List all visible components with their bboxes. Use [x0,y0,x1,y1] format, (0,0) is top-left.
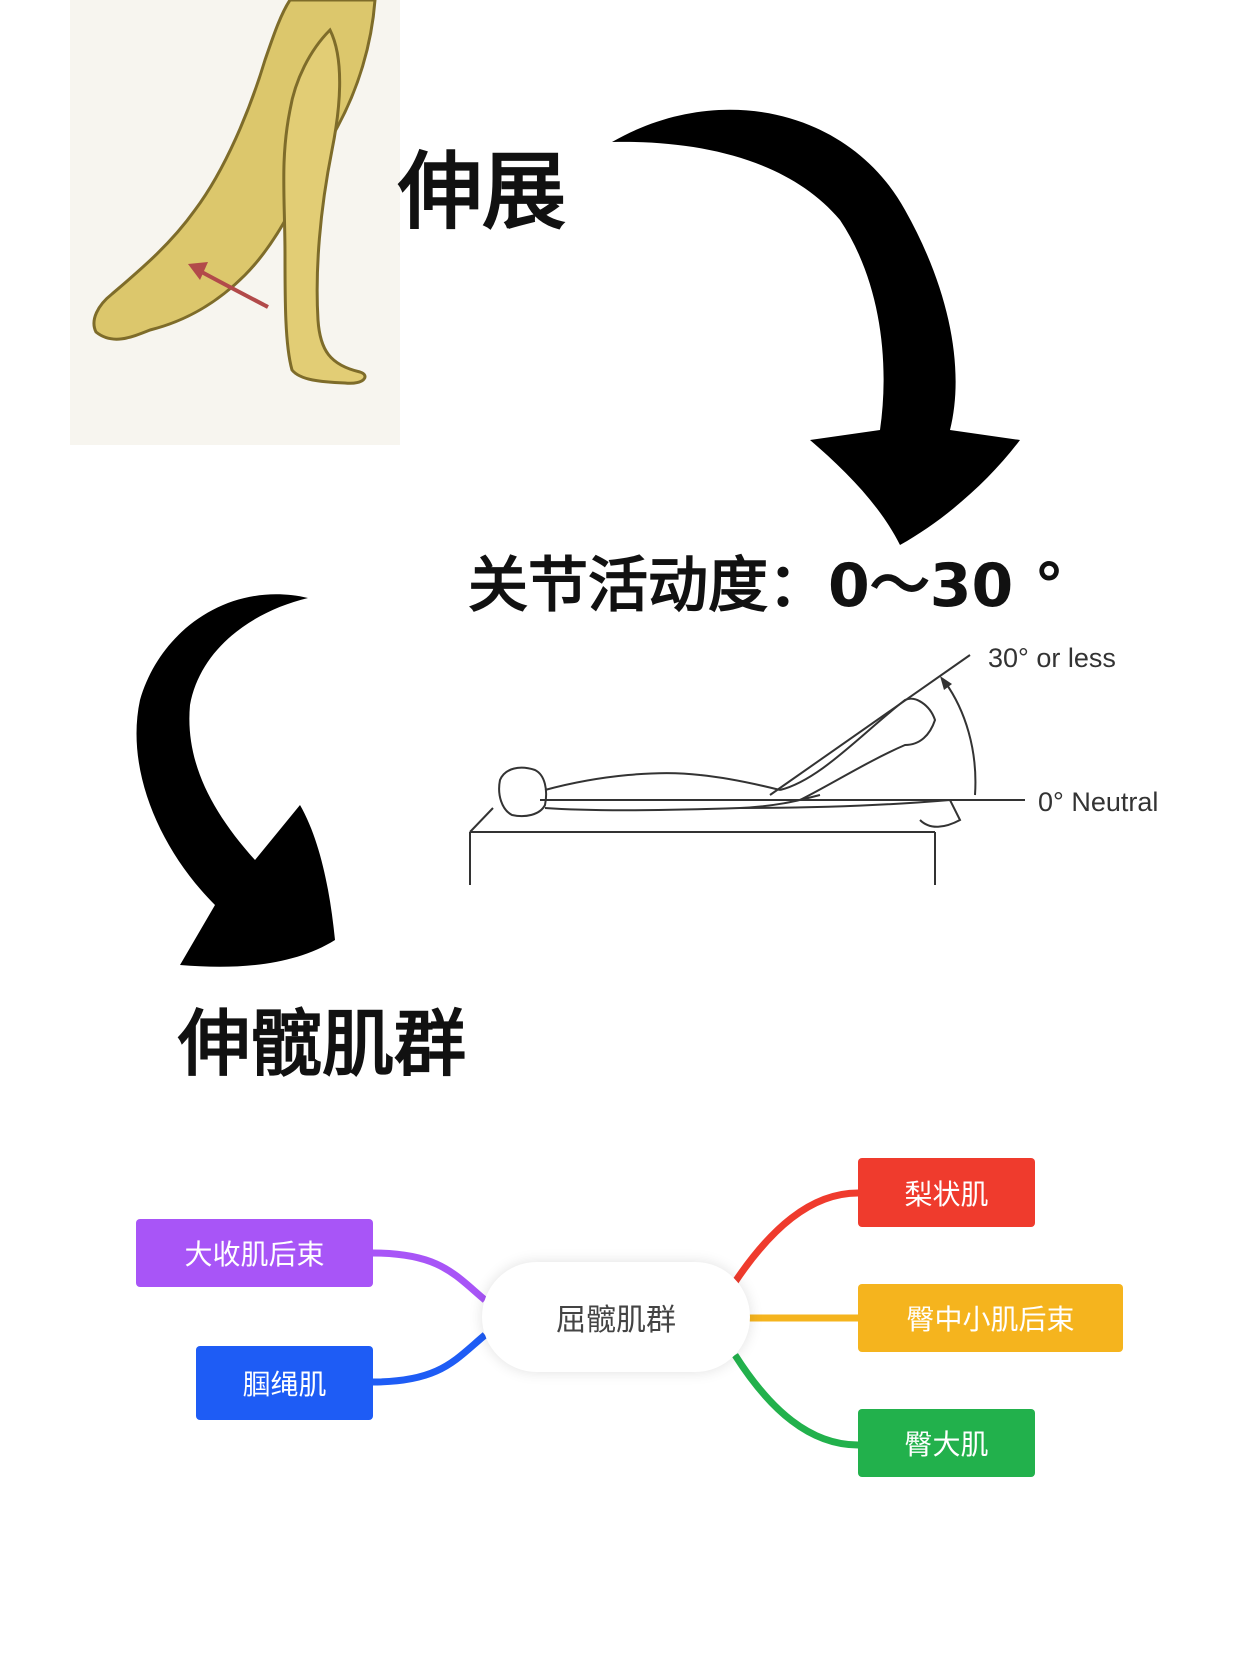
mindmap-center-node: 屈髋肌群 [482,1262,750,1372]
label-30-or-less: 30° or less [988,643,1116,673]
curved-arrow-icon [612,109,1020,545]
label-0-neutral: 0° Neutral [1038,787,1158,817]
muscle-group-title: 伸髋肌群 [178,1002,467,1086]
mindmap-node-gluteus-medius-minimus: 臀中小肌后束 [858,1284,1123,1352]
mindmap-node-piriformis: 梨状肌 [858,1158,1035,1227]
mindmap-node-hamstrings: 腘绳肌 [196,1346,373,1420]
mindmap-connectors [371,1189,859,1449]
leg-extension-illustration [70,0,400,445]
prone-extension-figure [469,654,1025,885]
mindmap-node-gluteus-maximus: 臀大肌 [858,1409,1035,1477]
mindmap-node-adductor-magnus: 大收肌后束 [136,1219,373,1287]
range-of-motion-label: 关节活动度：0～30 ° [468,551,1065,621]
curved-arrow-icon [136,594,335,967]
title-extension: 伸展 [398,143,567,241]
